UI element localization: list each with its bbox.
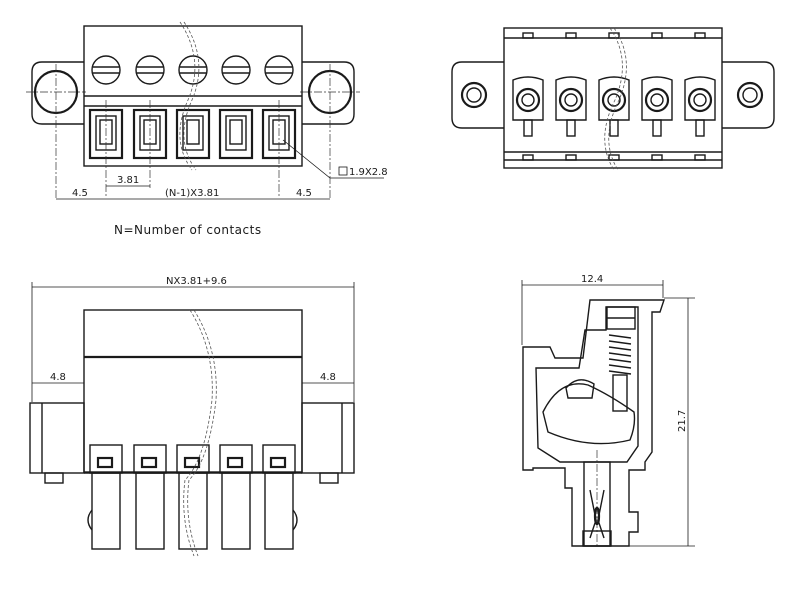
rear-view: [451, 27, 775, 171]
left-flange: [31, 61, 84, 125]
screw-heads: [91, 55, 294, 85]
ear-right-dim: 4.8: [320, 372, 336, 383]
housing-section: [522, 299, 665, 547]
span-dim: (N-1)X3.81: [165, 188, 219, 199]
depth-dim: 12.4: [581, 274, 603, 285]
front-view: 1.9X2.8 3.81 4.5 (N-1)X3.81 4.5 N=Number…: [26, 21, 388, 237]
pin-section-dim: 1.9X2.8: [349, 167, 388, 178]
section-view: 12.4 21.7: [521, 274, 695, 547]
flange-right-dim: 4.5: [296, 188, 312, 199]
spring: [608, 334, 632, 412]
top-view: NX3.81+9.6 4.8 4.8: [29, 276, 355, 557]
height-dim: 21.7: [677, 410, 688, 432]
plug-tabs: [89, 444, 296, 550]
right-ear: [722, 61, 775, 129]
flange-left-dim: 4.5: [72, 188, 88, 199]
rear-contacts: [512, 76, 716, 137]
clamp: [542, 383, 636, 445]
wire-entries: [88, 108, 297, 160]
left-ear: [451, 61, 504, 129]
pin-leader-line: [282, 139, 384, 179]
contacts-note: N=Number of contacts: [114, 223, 262, 237]
right-flange: [302, 61, 355, 125]
pitch-dim: 3.81: [117, 175, 139, 186]
overall-width-dim: NX3.81+9.6: [166, 276, 227, 287]
ear-left-dim: 4.8: [50, 372, 66, 383]
top-housing: [83, 309, 303, 473]
